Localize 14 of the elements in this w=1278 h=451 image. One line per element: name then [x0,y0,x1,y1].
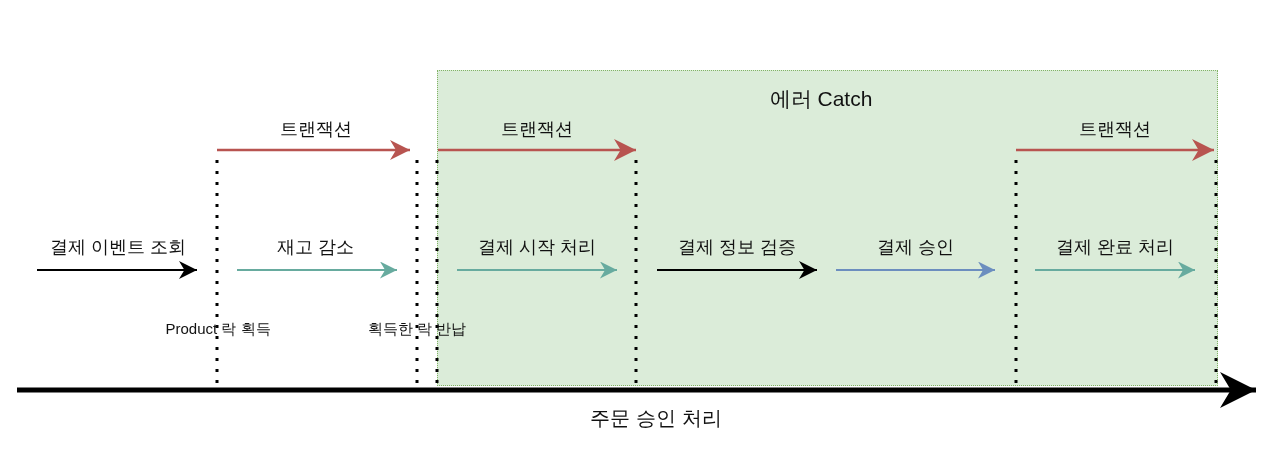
step-label: 재고 감소 [277,236,355,259]
step-label: 결제 완료 처리 [1056,236,1174,259]
arrow-label: 트랜잭션 [1079,118,1151,141]
shaded-region [437,70,1218,386]
axis-label: 주문 승인 처리 [590,405,722,431]
step-label: 결제 정보 검증 [678,236,796,259]
region-title: 에러 Catch [769,86,873,112]
arrow-label: 트랜잭션 [501,118,573,141]
event-label: Product 락 획득 [165,319,271,339]
step-label: 결제 시작 처리 [478,236,596,259]
arrow-label: 트랜잭션 [280,118,352,141]
step-label: 결제 이벤트 조회 [50,236,186,259]
step-label: 결제 승인 [877,236,955,259]
event-label: 획득한 락 반납 [367,319,467,339]
